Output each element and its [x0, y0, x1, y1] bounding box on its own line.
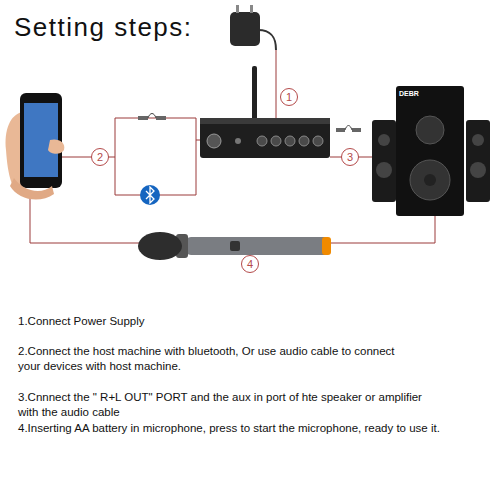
power-adapter — [230, 5, 276, 50]
host-body — [200, 118, 330, 158]
phone-in-hand — [6, 93, 65, 200]
bluetooth-rune — [146, 187, 154, 203]
fingers — [10, 178, 54, 200]
adapter-prong — [236, 5, 239, 13]
callout-number: 1 — [280, 88, 298, 106]
subwoofer — [396, 86, 464, 216]
speaker-cone — [378, 134, 390, 146]
host-top — [200, 118, 330, 124]
host-machine — [200, 66, 330, 158]
instruction-note: 2.Connect the host machine with bluetoot… — [18, 344, 418, 374]
callout-number: 4 — [241, 255, 259, 273]
mic-grille — [138, 232, 182, 260]
brand-logo: DEBR — [399, 90, 439, 98]
speaker-cone — [470, 162, 486, 178]
callout-text: 3 — [347, 152, 353, 163]
plug — [138, 116, 148, 120]
callout-number: 3 — [341, 148, 359, 166]
bluetooth-symbol — [140, 185, 160, 205]
callout-text: 1 — [286, 92, 292, 103]
knob — [271, 136, 281, 146]
speaker-cone — [376, 162, 392, 178]
antenna — [252, 66, 257, 120]
knob — [257, 136, 267, 146]
cable — [148, 114, 156, 119]
instruction-note: 4.Inserting AA battery in microphone, pr… — [18, 421, 500, 436]
speaker-cap — [424, 174, 436, 186]
plug — [352, 128, 361, 132]
callout-text: 2 — [97, 152, 103, 163]
speaker-cone — [416, 116, 444, 144]
audio-cable-icon — [138, 114, 166, 121]
callout-number: 2 — [91, 148, 109, 166]
microphone — [138, 232, 331, 260]
adapter-prong — [250, 5, 253, 13]
mic-end-cap — [322, 237, 331, 255]
wire-group — [30, 50, 435, 243]
speaker-cone — [410, 160, 450, 200]
speaker-set — [372, 86, 490, 216]
speaker-cone — [472, 134, 484, 146]
diagram-title: Setting steps: — [14, 12, 193, 43]
plug — [336, 128, 345, 132]
mic-switch — [230, 241, 240, 251]
mic-left-wire — [30, 192, 145, 243]
volume-knob — [207, 134, 221, 148]
knob — [299, 136, 309, 146]
adapter-body — [230, 12, 260, 46]
instruction-note: 1.Connect Power Supply — [18, 314, 488, 329]
adapter-cord — [258, 30, 276, 50]
callout-text: 4 — [247, 259, 253, 270]
jack — [235, 138, 241, 144]
knob — [285, 136, 295, 146]
thumb — [48, 139, 64, 153]
instruction-note: 3.Cnnnect the " R+L OUT" PORT and the au… — [18, 390, 438, 420]
mic-handle — [185, 237, 330, 255]
link-loop — [115, 118, 196, 195]
power-wire — [276, 50, 277, 118]
knob — [313, 136, 323, 146]
host-input-wire — [196, 140, 200, 141]
satellite-speaker — [466, 120, 490, 202]
audio-cable-icon — [336, 126, 361, 133]
bluetooth-disc — [140, 185, 160, 205]
satellite-speaker — [372, 120, 396, 202]
cable — [345, 126, 352, 131]
mic-right-wire — [330, 216, 435, 243]
plug — [156, 116, 166, 120]
